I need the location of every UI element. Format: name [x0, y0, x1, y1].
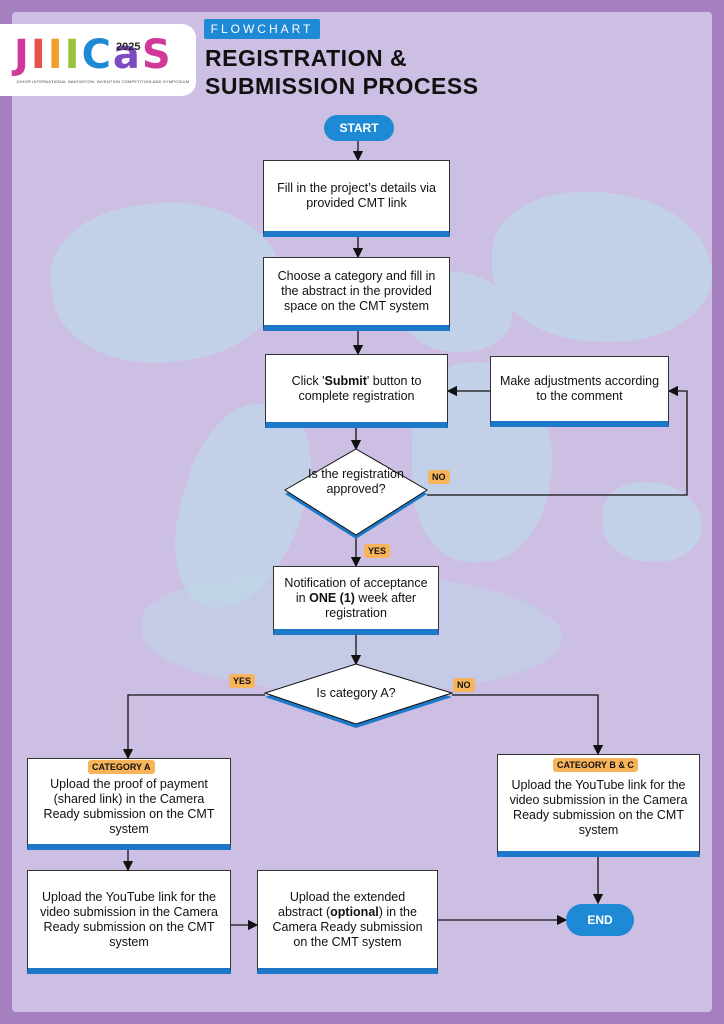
no-label-1: NO [428, 470, 450, 484]
end-node: END [566, 904, 634, 936]
logo-wordmark: JIIICaS [14, 32, 173, 78]
no-label-2: NO [453, 678, 475, 692]
category-bc-label: CATEGORY B & C [553, 758, 638, 772]
step-category-a-upload-youtube: Upload the YouTube link for the video su… [27, 870, 231, 973]
category-a-label: CATEGORY A [88, 760, 155, 774]
decision1-text: Is the registration approved? [308, 467, 404, 496]
one-week-keyword: ONE (1) [309, 590, 355, 605]
step-fill-project-details: Fill in the project’s details via provid… [263, 160, 450, 236]
optional-keyword: optional [330, 904, 379, 919]
yes-label-2: YES [229, 674, 256, 688]
page-title: REGISTRATION & SUBMISSION PROCESS [205, 44, 479, 100]
arrow-no-loop [427, 385, 688, 496]
logo-subtitle: JOHOR INTERNATIONAL INNOVATION, INVENTIO… [16, 79, 190, 84]
yes-label-1: YES [364, 544, 391, 558]
decision2-text: Is category A? [316, 686, 396, 700]
arrow-no-to-category-bc [452, 694, 604, 756]
start-node: START [324, 115, 394, 141]
decision2-diamond [263, 663, 454, 725]
step-make-adjustments: Make adjustments according to the commen… [490, 356, 669, 426]
title-line-1: REGISTRATION & [205, 45, 408, 71]
decision1-diamond [284, 448, 428, 536]
logo: JIIICaS 2025 JOHOR INTERNATIONAL INNOVAT… [0, 24, 196, 96]
step-choose-category: Choose a category and fill in the abstra… [263, 257, 450, 330]
logo-year: 2025 [116, 41, 141, 53]
step-click-submit: Click 'Submit' button to complete regist… [265, 354, 448, 427]
map-asia [492, 192, 712, 342]
flowchart-tag: FLOWCHART [204, 19, 320, 39]
title-line-2: SUBMISSION PROCESS [205, 73, 479, 99]
submit-keyword: Submit [324, 373, 367, 388]
step-upload-extended-abstract: Upload the extended abstract (optional) … [257, 870, 438, 973]
step-notification: Notification of acceptance in ONE (1) we… [273, 566, 439, 634]
arrow-yes-to-category-a [122, 694, 265, 760]
